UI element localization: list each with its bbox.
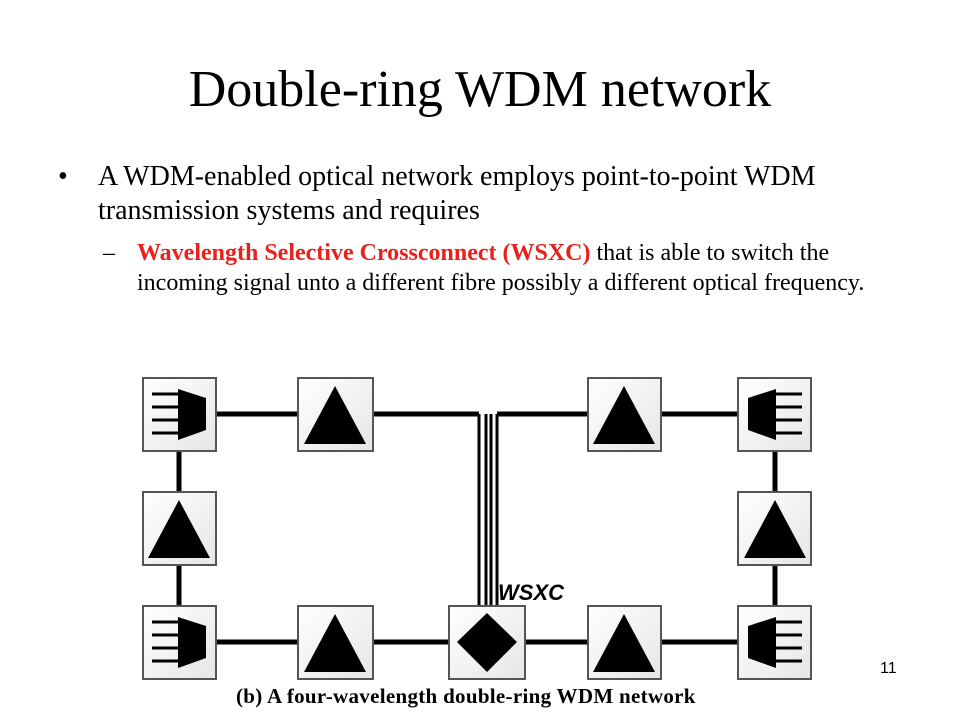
mux-top-right-node bbox=[737, 377, 812, 452]
ring-links bbox=[176, 411, 778, 645]
bullet-dot-icon: • bbox=[58, 161, 68, 192]
sub-bullet-text: Wavelength Selective Crossconnect (WSXC)… bbox=[137, 238, 867, 298]
mux-bottom-right-node bbox=[737, 605, 812, 680]
diagram-caption: (b) A four-wavelength double-ring WDM ne… bbox=[236, 684, 696, 708]
mux-top-left-node bbox=[142, 377, 217, 452]
dash-icon: – bbox=[103, 240, 115, 266]
amplifier-top-2-node bbox=[587, 377, 662, 452]
amplifier-bottom-1-node bbox=[297, 605, 374, 680]
wsxc-label: WSXC bbox=[498, 580, 564, 605]
wsxc-highlight: Wavelength Selective Crossconnect (WSXC) bbox=[137, 240, 591, 266]
slide-number: 11 bbox=[880, 660, 897, 677]
mux-bottom-left-node bbox=[142, 605, 217, 680]
amplifier-bottom-2-node bbox=[587, 605, 662, 680]
amplifier-top-1-node bbox=[297, 377, 374, 452]
bullet-text: A WDM-enabled optical network employs po… bbox=[98, 161, 816, 226]
amplifier-left-node bbox=[142, 491, 217, 566]
wsxc-node bbox=[448, 605, 526, 680]
wsxc-fibres bbox=[477, 414, 499, 606]
slide-title: Double-ring WDM network bbox=[188, 61, 772, 118]
sub-bullet-rest: that is able to switch the incoming sign… bbox=[137, 240, 865, 296]
amplifier-right-node bbox=[737, 491, 812, 566]
